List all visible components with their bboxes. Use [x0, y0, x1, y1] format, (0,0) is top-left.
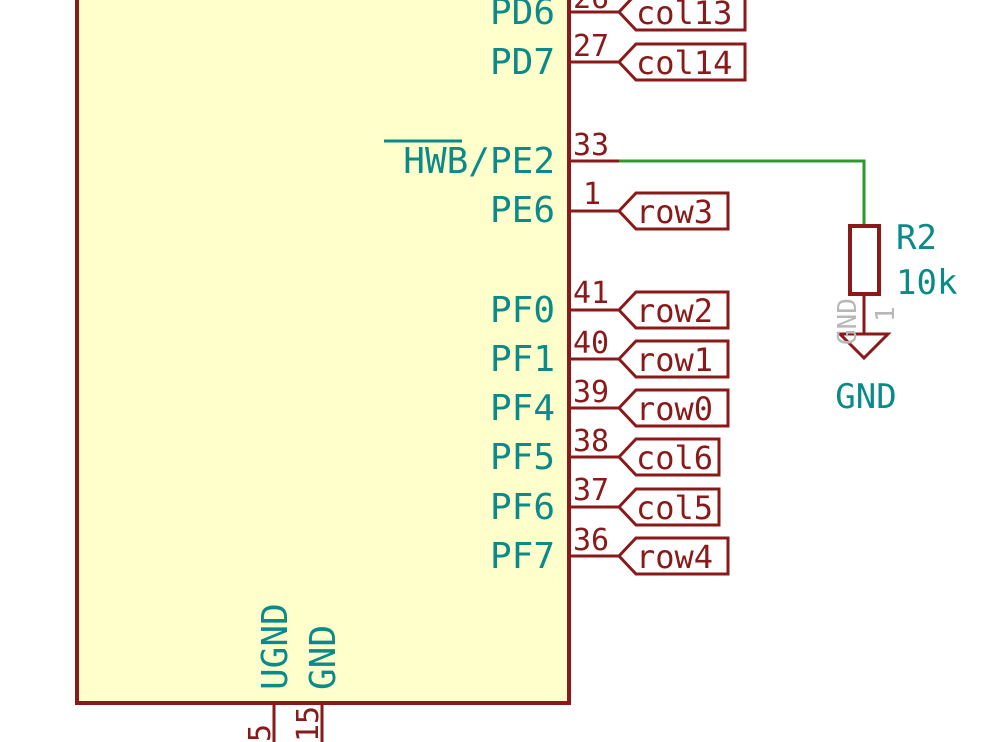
- label-row1[interactable]: row1: [636, 341, 713, 379]
- label-col13[interactable]: col13: [636, 0, 732, 32]
- pin-pf7[interactable]: PF7 36 row4: [490, 523, 730, 577]
- pin-number-pf6: 37: [573, 473, 609, 508]
- resistor-value: 10k: [896, 263, 957, 303]
- pin-name-pd6: PD6: [490, 0, 555, 33]
- pin-number-pe6: 1: [583, 177, 601, 212]
- label-row0[interactable]: row0: [636, 390, 713, 428]
- label-shape-row4: [616, 536, 730, 576]
- label-shape-row1: [616, 339, 730, 379]
- resistor-body: [848, 224, 881, 296]
- pin-name-pd7: PD7: [490, 42, 555, 83]
- label-col6[interactable]: col6: [636, 439, 713, 477]
- resistor-r2[interactable]: R2 10k 1: [848, 218, 957, 334]
- wire-pe2-r2[interactable]: [619, 159, 866, 226]
- pin-pf4[interactable]: PF4 39 row0: [490, 375, 730, 429]
- label-shape-row3: [616, 191, 730, 231]
- pin-number-pd6: 26: [573, 0, 609, 16]
- pin-pf1[interactable]: PF1 40 row1: [490, 326, 730, 380]
- pin-name-ugnd: UGND: [255, 603, 296, 690]
- pin-number-pf7: 36: [573, 523, 609, 558]
- pin-pe6[interactable]: PE6 1 row3: [490, 177, 730, 231]
- pin-name-hwb-pe2: HWB/PE2: [403, 141, 555, 182]
- pin-name-pf1: PF1: [490, 339, 555, 380]
- label-row2[interactable]: row2: [636, 292, 713, 330]
- label-col14[interactable]: col14: [636, 44, 732, 82]
- ic-body[interactable]: [75, 0, 571, 705]
- pin-pf0[interactable]: PF0 41 row2: [490, 276, 730, 331]
- gnd-hidden-pin-name: GND: [833, 298, 863, 345]
- label-shape-row0: [616, 388, 730, 428]
- label-shape-col5: [616, 487, 721, 527]
- label-shape-col6: [616, 437, 721, 477]
- label-row4[interactable]: row4: [636, 538, 713, 576]
- pin-number-pf0: 41: [573, 276, 609, 311]
- pin-pd7[interactable]: PD7 27 col14: [490, 29, 747, 83]
- resistor-reference: R2: [896, 218, 937, 258]
- pin-gnd[interactable]: GND 15: [291, 625, 344, 742]
- pin-number-gnd: 15: [291, 706, 326, 742]
- pin-name-gnd: GND: [303, 625, 344, 690]
- pin-number-pf4: 39: [573, 375, 609, 410]
- pin-name-pf4: PF4: [490, 388, 555, 429]
- label-row3[interactable]: row3: [636, 193, 713, 231]
- label-shape-col14: [616, 42, 747, 82]
- pin-name-pf0: PF0: [490, 290, 555, 331]
- pin-number-pf5: 38: [573, 424, 609, 459]
- resistor-pin-number: 1: [871, 306, 901, 322]
- pin-number-hwb-pe2: 33: [573, 128, 609, 163]
- pin-hwb-pe2[interactable]: HWB/PE2 33: [384, 128, 619, 182]
- pin-pd6[interactable]: PD6 26 col13: [490, 0, 747, 33]
- pin-number-pf1: 40: [573, 326, 609, 361]
- label-shape-row2: [616, 290, 730, 330]
- label-shape-col13: [616, 0, 747, 32]
- gnd-label: GND: [835, 377, 896, 417]
- pin-name-pf6: PF6: [490, 487, 555, 528]
- pin-number-pd7: 27: [573, 29, 609, 64]
- gnd-power-symbol[interactable]: GND GND: [833, 298, 897, 417]
- pin-name-pf7: PF7: [490, 536, 555, 577]
- ground-icon: [836, 332, 892, 361]
- pin-pf6[interactable]: PF6 37 col5: [490, 473, 721, 528]
- pin-ugnd[interactable]: UGND 5: [243, 603, 296, 742]
- pin-number-ugnd: 5: [243, 724, 278, 742]
- pin-name-pe6: PE6: [490, 190, 555, 231]
- pin-pf5[interactable]: PF5 38 col6: [490, 424, 721, 478]
- label-col5[interactable]: col5: [636, 489, 713, 527]
- pin-name-pf5: PF5: [490, 437, 555, 478]
